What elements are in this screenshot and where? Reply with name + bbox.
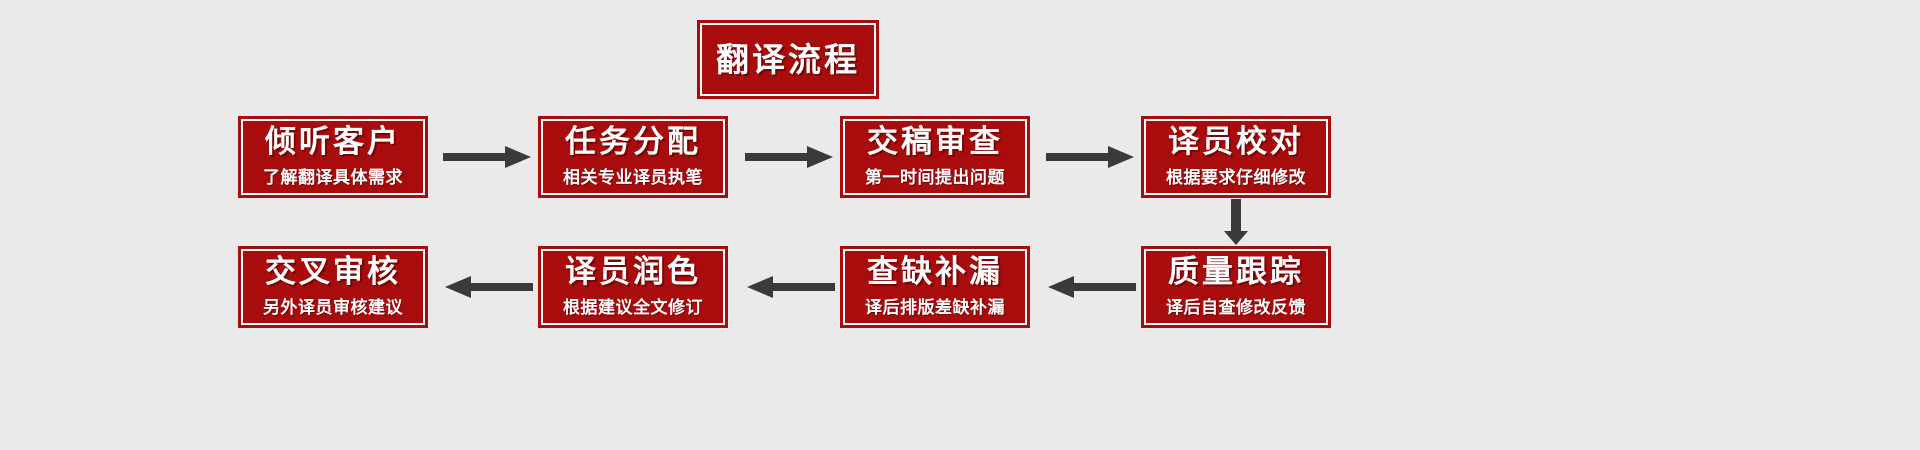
step-2-subtitle: 相关专业译员执笔 (563, 168, 703, 189)
step-2-title: 任务分配 (565, 124, 701, 161)
arrow-left-icon-1 (1046, 273, 1136, 301)
step-8-subtitle: 另外译员审核建议 (263, 298, 403, 319)
step-7-title: 译员润色 (565, 254, 701, 291)
step-node-5-inner: 质量跟踪 译后自查修改反馈 (1144, 249, 1328, 325)
page-title: 翻译流程 (716, 39, 860, 79)
flowchart-title-box: 翻译流程 (697, 20, 879, 99)
arrow-down-icon-1 (1222, 199, 1250, 247)
step-3-subtitle: 第一时间提出问题 (865, 168, 1005, 189)
step-node-1-inner: 倾听客户 了解翻译具体需求 (241, 119, 425, 195)
step-node-8-inner: 交叉审核 另外译员审核建议 (241, 249, 425, 325)
step-node-6-inner: 查缺补漏 译后排版差缺补漏 (843, 249, 1027, 325)
arrow-right-icon-2 (745, 143, 835, 171)
step-node-7-inner: 译员润色 根据建议全文修订 (541, 249, 725, 325)
step-8-title: 交叉审核 (265, 254, 401, 291)
step-3-title: 交稿审查 (867, 124, 1003, 161)
arrow-right-icon-1 (443, 143, 533, 171)
step-node-8[interactable]: 交叉审核 另外译员审核建议 (238, 246, 428, 328)
arrow-left-icon-2 (745, 273, 835, 301)
step-1-title: 倾听客户 (265, 124, 401, 161)
step-node-4[interactable]: 译员校对 根据要求仔细修改 (1141, 116, 1331, 198)
step-node-2[interactable]: 任务分配 相关专业译员执笔 (538, 116, 728, 198)
step-4-subtitle: 根据要求仔细修改 (1166, 168, 1306, 189)
step-node-3-inner: 交稿审查 第一时间提出问题 (843, 119, 1027, 195)
step-5-title: 质量跟踪 (1168, 254, 1304, 291)
step-node-6[interactable]: 查缺补漏 译后排版差缺补漏 (840, 246, 1030, 328)
step-node-1[interactable]: 倾听客户 了解翻译具体需求 (238, 116, 428, 198)
step-node-3[interactable]: 交稿审查 第一时间提出问题 (840, 116, 1030, 198)
step-node-4-inner: 译员校对 根据要求仔细修改 (1144, 119, 1328, 195)
step-4-title: 译员校对 (1168, 124, 1304, 161)
step-1-subtitle: 了解翻译具体需求 (263, 168, 403, 189)
step-5-subtitle: 译后自查修改反馈 (1166, 298, 1306, 319)
step-node-7[interactable]: 译员润色 根据建议全文修订 (538, 246, 728, 328)
step-7-subtitle: 根据建议全文修订 (563, 298, 703, 319)
arrow-left-icon-3 (443, 273, 533, 301)
step-node-2-inner: 任务分配 相关专业译员执笔 (541, 119, 725, 195)
arrow-right-icon-3 (1046, 143, 1136, 171)
title-box-inner: 翻译流程 (700, 23, 876, 96)
step-node-5[interactable]: 质量跟踪 译后自查修改反馈 (1141, 246, 1331, 328)
step-6-subtitle: 译后排版差缺补漏 (865, 298, 1005, 319)
step-6-title: 查缺补漏 (867, 254, 1003, 291)
